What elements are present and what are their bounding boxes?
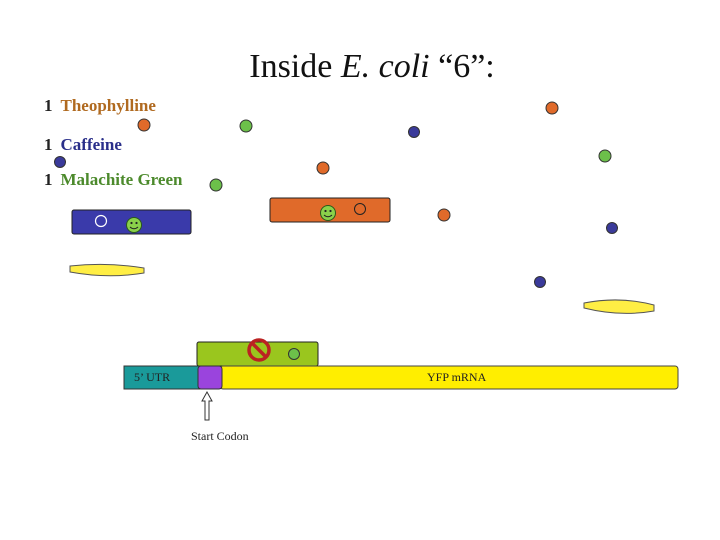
title-organism: E. coli	[340, 48, 430, 85]
legend-caffeine: 1 Caffeine	[44, 135, 122, 155]
caffeine-molecule	[606, 222, 618, 234]
blocked-icon	[247, 338, 271, 362]
utr-label: 5’ UTR	[134, 370, 171, 384]
theophylline-molecule	[316, 161, 330, 175]
legend-theophylline-name: Theophylline	[60, 96, 156, 115]
theophylline-molecule	[545, 101, 559, 115]
caffeine-molecule	[534, 276, 546, 288]
theophylline-molecule	[437, 208, 451, 222]
empty-binding-site	[354, 203, 366, 215]
legend-malachite-green-count: 1	[44, 170, 53, 189]
legend-theophylline-count: 1	[44, 96, 53, 115]
title-prefix: Inside	[249, 48, 333, 85]
start-codon-arrow	[201, 390, 213, 421]
smiley-icon	[320, 205, 336, 221]
legend-theophylline: 1 Theophylline	[44, 96, 156, 116]
start-codon-segment	[197, 365, 223, 390]
empty-binding-site	[94, 214, 108, 228]
legend-malachite-green: 1 Malachite Green	[44, 170, 182, 190]
yfp-mrna-label: YFP mRNA	[427, 370, 487, 384]
caffeine-riboswitch	[71, 209, 192, 235]
free-mrna-strand	[583, 299, 655, 314]
legend-caffeine-count: 1	[44, 135, 53, 154]
malachite-green-riboswitch	[196, 338, 319, 367]
malachite-green-molecule	[598, 149, 612, 163]
free-molecules	[54, 101, 618, 288]
malachite-green-molecule	[239, 119, 253, 133]
title-suffix: “6”:	[438, 48, 495, 85]
smiley-icon	[126, 217, 142, 233]
legend-caffeine-name: Caffeine	[60, 135, 122, 154]
legend-malachite-green-name: Malachite Green	[60, 170, 183, 189]
theophylline-molecule	[137, 118, 151, 132]
yfp-mrna-construct	[123, 365, 679, 390]
caffeine-molecule	[408, 126, 420, 138]
caffeine-molecule	[54, 156, 66, 168]
slide-title: Inside E. coli “6”:	[0, 48, 720, 86]
theophylline-riboswitch	[269, 197, 391, 223]
malachite-green-molecule	[209, 178, 223, 192]
malachite-green-molecule	[288, 348, 300, 360]
start-codon-label: Start Codon	[191, 429, 249, 443]
free-mrna-strand	[69, 263, 145, 277]
